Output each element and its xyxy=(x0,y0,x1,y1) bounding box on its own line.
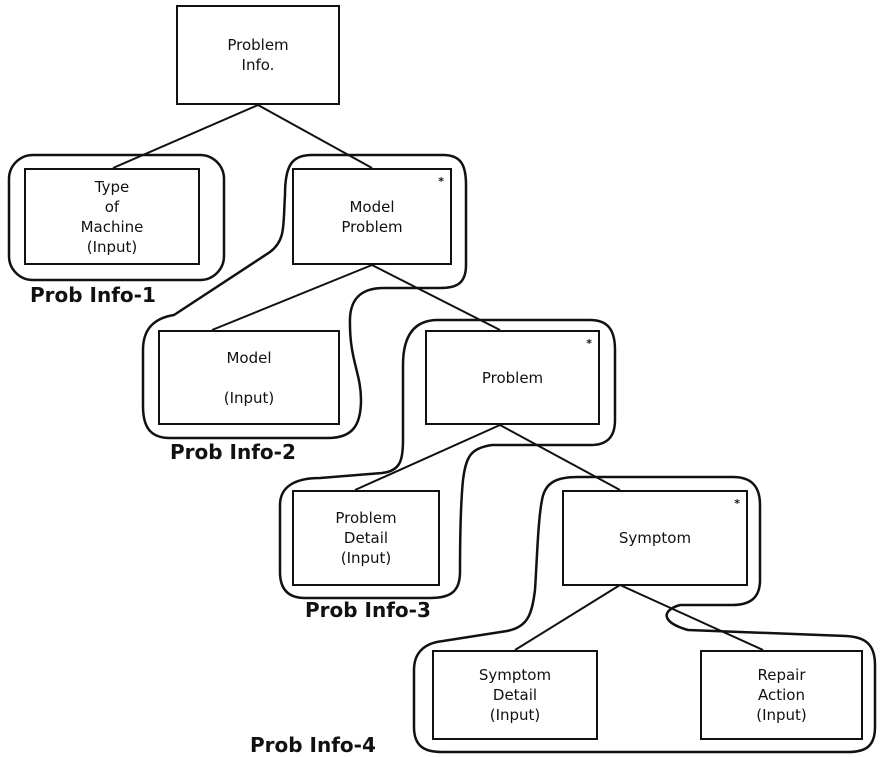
group-label-prob-info-4: Prob Info-4 xyxy=(250,733,376,757)
node-model: Model (Input) xyxy=(158,330,340,425)
node-label: Model (Input) xyxy=(223,348,275,407)
group-outline-prob-info-3 xyxy=(278,318,617,600)
group-outline-prob-info-2 xyxy=(141,153,468,440)
repeat-marker: * xyxy=(734,497,740,510)
edge-symptom-repair xyxy=(619,584,764,651)
node-symptom-detail: Symptom Detail (Input) xyxy=(432,650,598,740)
edge-root-model-problem xyxy=(257,104,373,169)
group-outline-prob-info-4 xyxy=(412,475,877,754)
node-label: Symptom xyxy=(618,529,692,547)
edge-root-type xyxy=(112,104,259,169)
group-label-prob-info-1: Prob Info-1 xyxy=(30,283,156,307)
node-label: Repair Action (Input) xyxy=(756,666,807,724)
edge-problem-detail xyxy=(354,424,501,491)
node-label: Problem Detail (Input) xyxy=(335,509,397,567)
node-type-of-machine: Type of Machine (Input) xyxy=(24,168,200,265)
node-label: Symptom Detail (Input) xyxy=(478,666,552,724)
node-label: Type of Machine (Input) xyxy=(80,177,144,256)
edge-problem-symptom xyxy=(499,424,621,491)
node-label: Problem xyxy=(481,368,544,387)
node-problem-info: Problem Info. xyxy=(176,5,340,105)
node-symptom: * Symptom xyxy=(562,490,748,586)
node-problem: * Problem xyxy=(425,330,600,425)
repeat-marker: * xyxy=(586,337,592,350)
group-outline-prob-info-1 xyxy=(7,153,226,282)
node-model-problem: * Model Problem xyxy=(292,168,452,265)
node-repair-action: Repair Action (Input) xyxy=(700,650,863,740)
edge-modelproblem-model xyxy=(211,264,373,331)
group-label-prob-info-2: Prob Info-2 xyxy=(170,440,296,464)
group-label-prob-info-3: Prob Info-3 xyxy=(305,598,431,622)
node-label: Model Problem xyxy=(341,197,403,236)
node-label: Problem Info. xyxy=(227,36,289,74)
node-problem-detail: Problem Detail (Input) xyxy=(292,490,440,586)
repeat-marker: * xyxy=(438,175,444,188)
edge-symptom-detail xyxy=(514,584,621,651)
